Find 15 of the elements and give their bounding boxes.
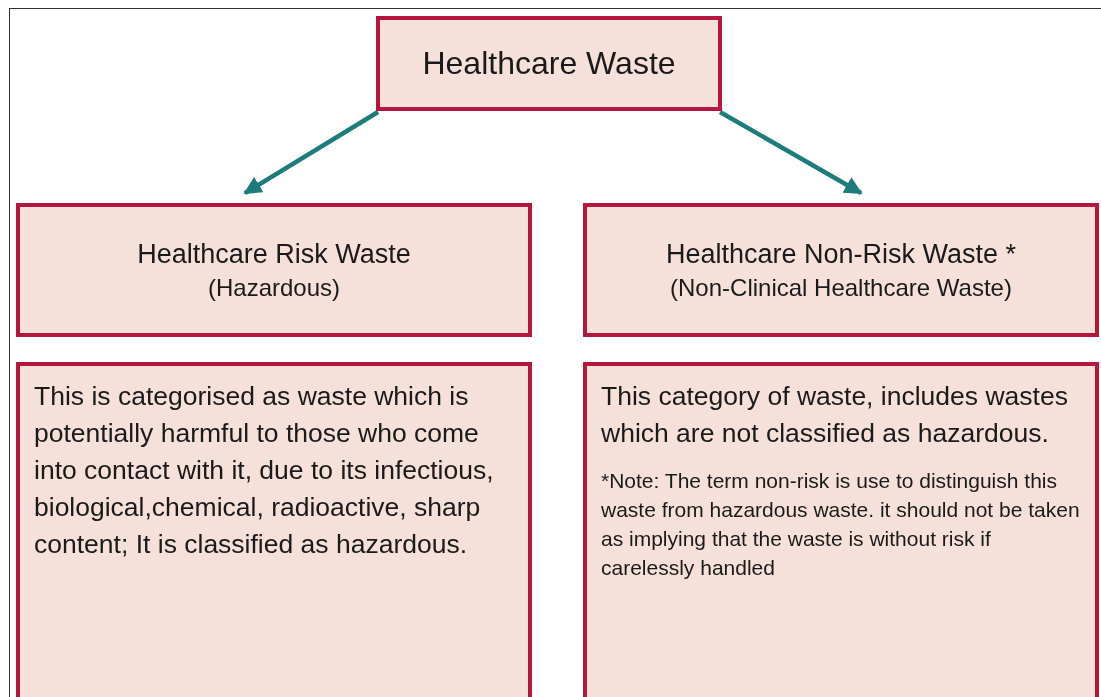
category-box (583, 203, 1099, 337)
description-text: This category of waste, includes wastes which are not classified as hazardous. (601, 380, 1069, 450)
arrow (243, 110, 380, 195)
category-box (16, 203, 532, 337)
title-text: Healthcare Risk Waste (137, 237, 411, 271)
description-box (16, 362, 532, 697)
category-box (376, 16, 722, 111)
description-box (583, 362, 1099, 697)
title-text: Healthcare Waste (422, 44, 676, 83)
subtitle-text: (Hazardous) (207, 272, 340, 303)
note-text: *Note: The term non-risk is use to distinguish this waste from hazardous waste. it should not be taken as implying that the waste is without risk if carelessly handled (601, 468, 1081, 582)
title-text: Healthcare Non-Risk Waste * (665, 237, 1017, 271)
arrow (718, 110, 863, 195)
description-text: This is categorised as waste which is potentially harmful to those who come into contact with it, due to its infectious, biological,chemical, radioactive, sharp content; It is classified as hazardous. (34, 380, 495, 562)
subtitle-text: (Non-Clinical Healthcare Waste) (670, 272, 1012, 303)
